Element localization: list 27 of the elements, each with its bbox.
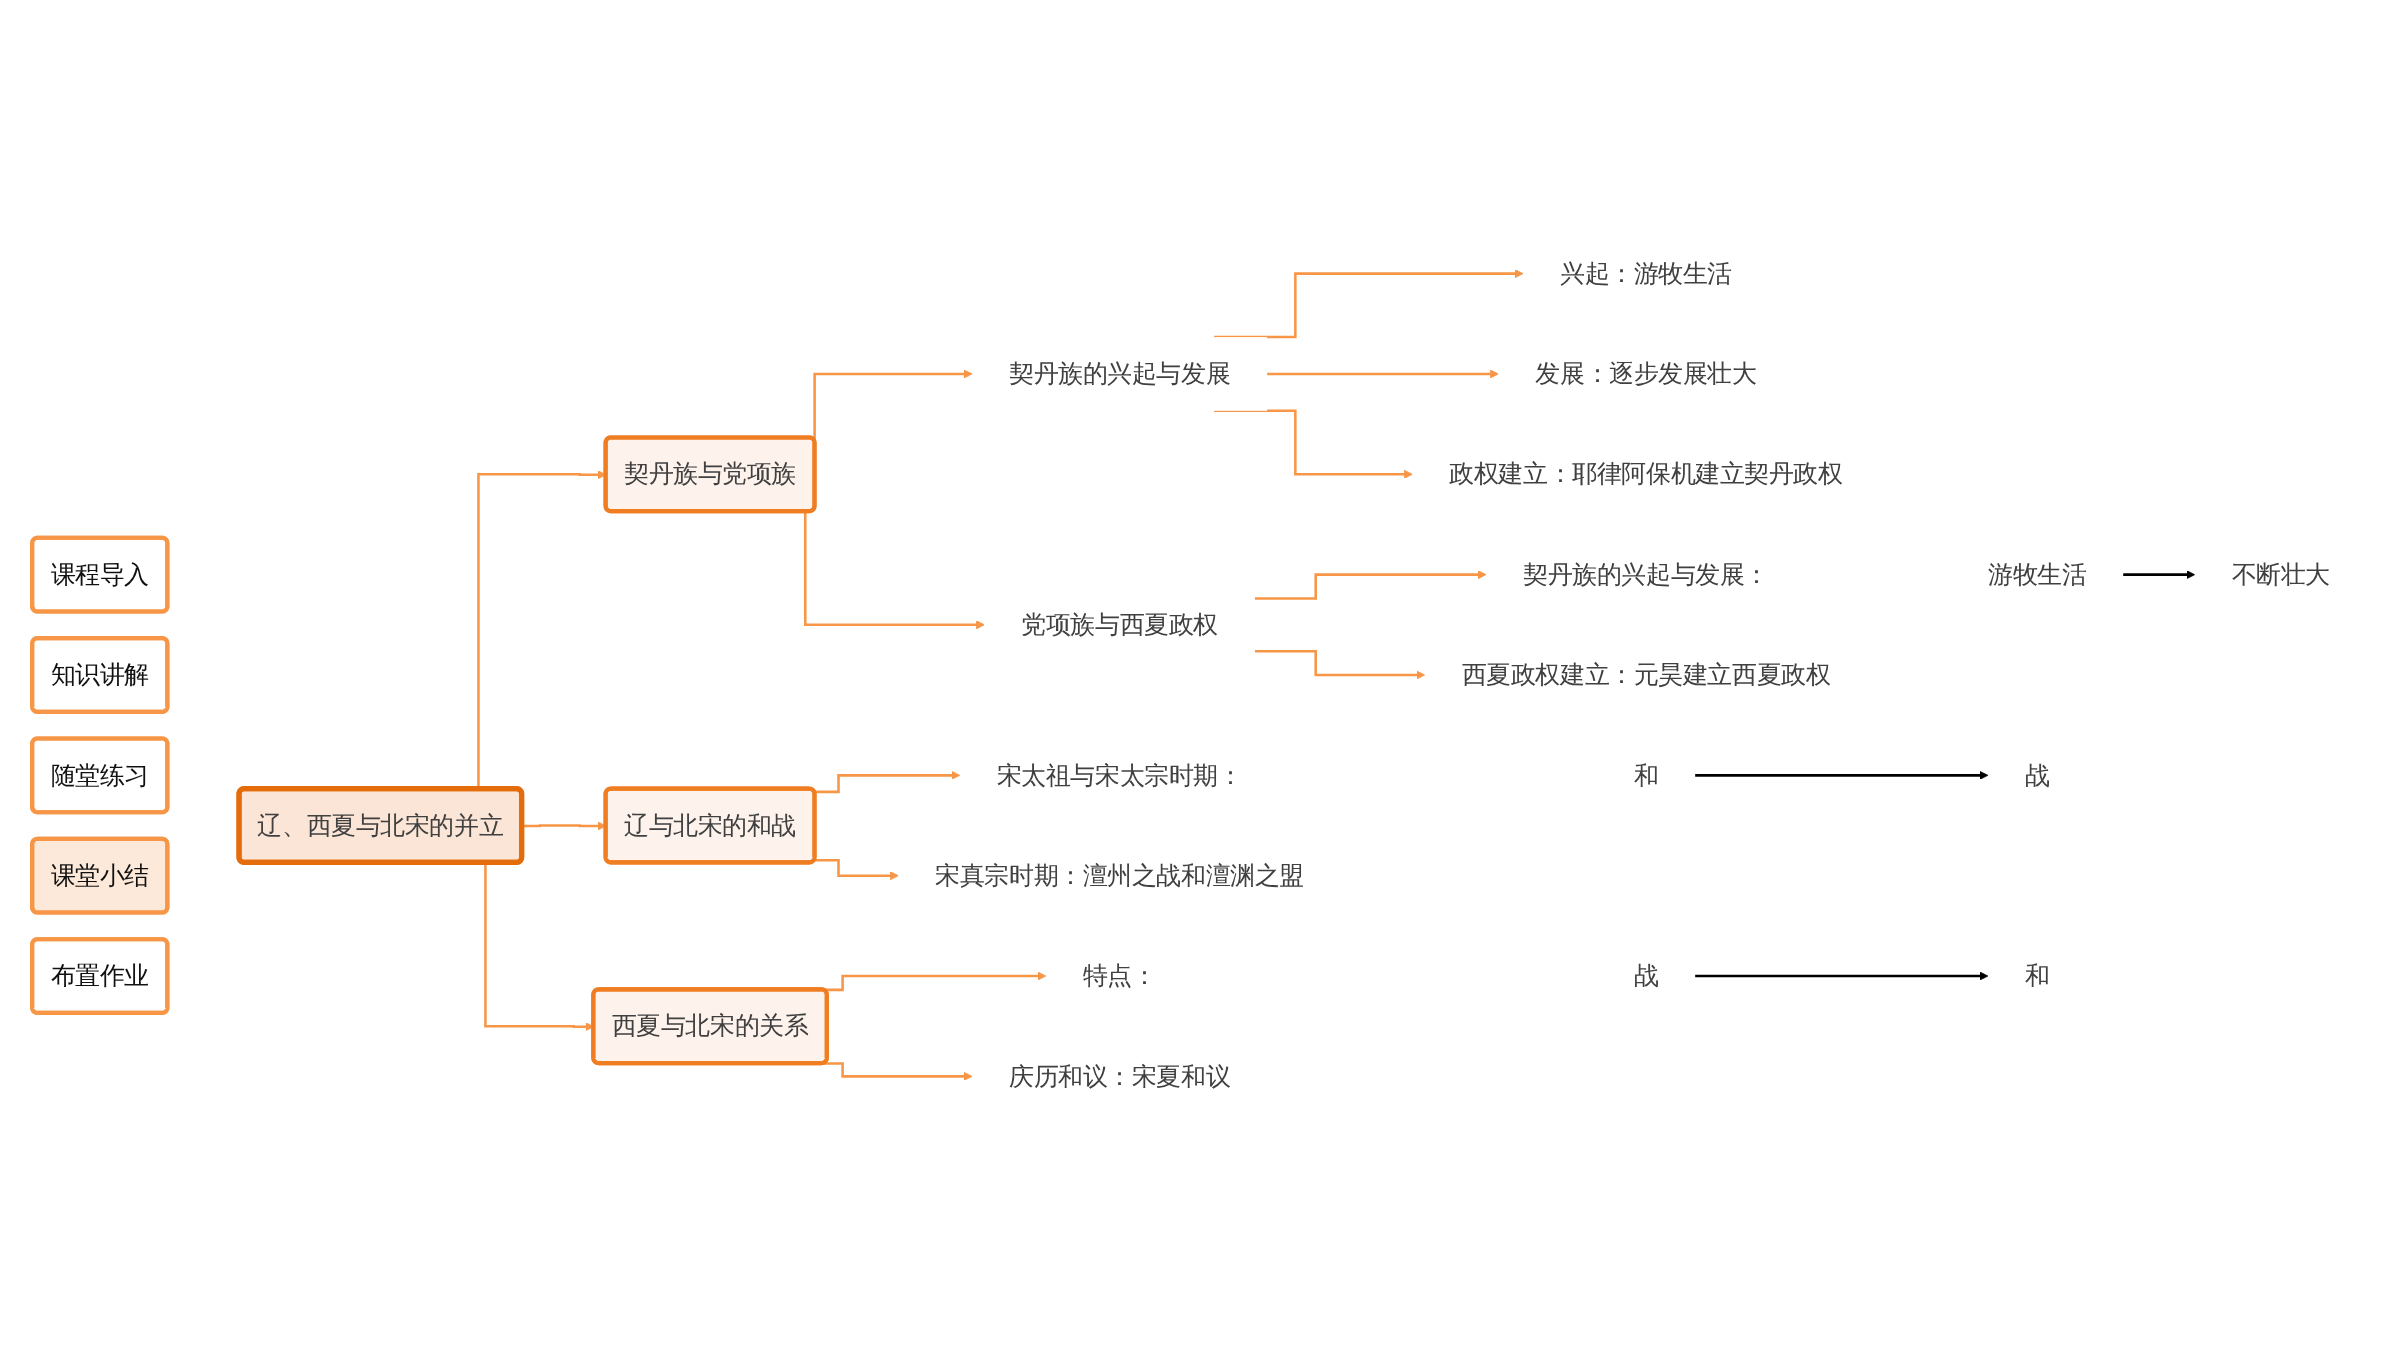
- node-text: 庆历和议：宋夏和议: [1009, 1062, 1231, 1091]
- node-text: 特点：: [1082, 961, 1157, 991]
- node-text: 党项族与西夏政权: [1021, 610, 1218, 640]
- arrow: [1254, 570, 1487, 600]
- arrow: [1267, 369, 1499, 379]
- node-text: 和: [2024, 961, 2050, 991]
- node-text: 战: [1633, 961, 1659, 991]
- arrow: [814, 858, 899, 881]
- arrow: [1214, 409, 1413, 479]
- node-text: 兴起：游牧生活: [1559, 259, 1732, 288]
- arrow: [814, 770, 961, 794]
- node-text: 契丹族的兴起与发展：: [1523, 560, 1769, 589]
- node-text: 宋太祖与宋太宗时期：: [996, 761, 1243, 790]
- node-text: 不断壮大: [2231, 560, 2330, 589]
- arrow: [1695, 770, 1989, 780]
- arrow: [2123, 570, 2196, 580]
- node-text: 游牧生活: [1987, 560, 2087, 589]
- node-text: 战: [2024, 761, 2050, 790]
- node-text: 发展：逐步发展壮大: [1535, 359, 1757, 389]
- node-text: 和: [1633, 761, 1659, 790]
- arrow: [1214, 269, 1524, 339]
- node-text: 政权建立：耶律阿保机建立契丹政权: [1449, 459, 1843, 489]
- node-text: 西夏政权建立：元昊建立西夏政权: [1461, 660, 1831, 690]
- arrow: [1695, 971, 1989, 981]
- arrow: [822, 1062, 973, 1081]
- node-text: 宋真宗时期：澶州之战和澶渊之盟: [935, 861, 1304, 891]
- arrow: [1254, 649, 1426, 680]
